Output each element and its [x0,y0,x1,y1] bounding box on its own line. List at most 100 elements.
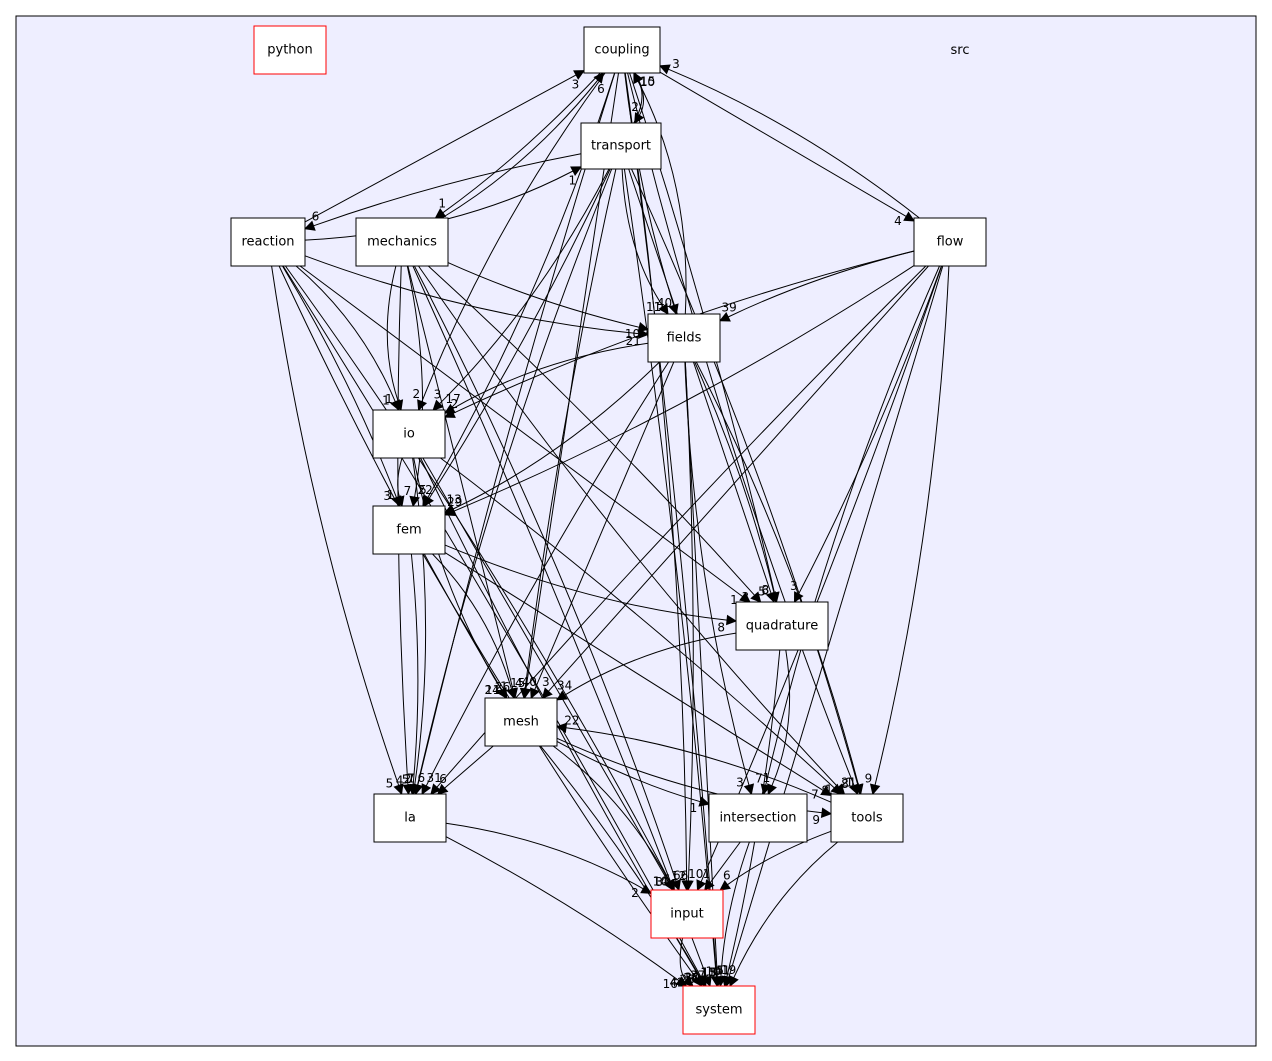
edge-label: 4 [894,214,902,228]
node-box[interactable] [913,217,987,267]
node-box[interactable] [735,601,829,651]
edge-line [422,457,670,883]
arrowhead [820,785,832,796]
edge-label: 42 [670,975,685,989]
node-box[interactable] [708,793,808,843]
edge-label: 11 [646,300,661,314]
edge-line [720,841,750,978]
edge-tools-to-mesh: 22 [555,713,832,803]
node-box[interactable] [373,793,447,843]
edge-label: 15 [701,965,716,979]
edge-label: 1 [568,173,576,187]
edge-line [771,649,791,786]
node-intersection[interactable]: intersection [708,793,808,843]
node-fields[interactable]: fields [647,313,721,363]
edge-label: 2 [631,100,639,114]
node-system[interactable]: system [682,985,756,1035]
edge-mesh-to-intersection: 1 [556,740,711,815]
node-box[interactable] [372,505,446,555]
edge-la-to-system: 16 [445,836,688,991]
arrowhead [541,687,553,699]
edge-line [271,265,400,786]
node-box[interactable] [355,217,449,267]
edge-label: 31 [426,771,441,785]
edge-line [425,361,670,787]
edge-line [444,544,728,621]
edge-line [417,168,613,786]
arrowhead [704,879,715,891]
node-io[interactable]: io [372,409,446,459]
node-reaction[interactable]: reaction [230,217,306,267]
edge-line [631,168,859,786]
edge-line [534,361,675,690]
node-quadrature[interactable]: quadrature [735,601,829,651]
node-box[interactable] [230,217,306,267]
edge-label: 2 [631,886,639,900]
edge-label: 24 [484,683,499,697]
edge-label: 9 [812,813,820,827]
arrowhead [506,687,517,700]
edge-label: 40 [657,296,672,310]
node-transport[interactable]: transport [580,122,662,170]
node-box[interactable] [484,697,558,747]
edge-fields-to-la: 6 [417,361,670,795]
node-box[interactable] [682,985,756,1035]
edge-label: 1 [407,772,415,786]
edge-label: 1 [382,393,390,407]
node-label: system [696,1003,743,1018]
node-box[interactable] [253,25,327,75]
edge-label: 3 [434,388,442,402]
edge-line [445,822,644,890]
edge-line [556,740,701,803]
node-box[interactable] [650,889,724,939]
node-mesh[interactable]: mesh [484,697,558,747]
edge-quadrature-to-mesh: 34 [556,632,737,701]
edge-line [540,745,702,979]
edge-reaction-to-quadrature: 1 [299,265,751,607]
edge-fields-to-quadrature: 6 [694,361,780,604]
node-box[interactable] [583,26,661,74]
edge-label: 3 [790,579,798,593]
edge-line [406,265,424,498]
node-fem[interactable]: fem [372,505,446,555]
node-box[interactable] [830,793,904,843]
edge-line [552,745,671,883]
arrowhead [570,166,582,176]
node-flow[interactable]: flow [913,217,987,267]
node-box[interactable] [372,409,446,459]
edge-reaction-to-la: 5 [271,265,404,796]
edge-line [441,79,599,219]
node-label: tools [851,811,883,826]
edge-transport-to-mesh: 15 [510,168,617,700]
edge-line [439,168,610,405]
edge-line [304,255,640,335]
node-la[interactable]: la [373,793,447,843]
edge-flow-to-coupling: 3 [658,57,920,219]
edge-label: 7 [407,772,415,786]
node-coupling[interactable]: coupling [583,26,661,74]
edge-mechanics-to-fem: 7 [404,265,424,508]
node-label: fem [396,523,421,538]
edge-label: 5 [758,584,766,598]
edge-label: 39 [722,301,737,315]
edge-fem-to-la: 5 [402,553,419,796]
edge-transport-to-fields: 11 [621,168,669,315]
node-input[interactable]: input [650,889,724,939]
edge-label: 1 [500,679,508,693]
edge-transport-to-io: 3 [432,168,610,411]
edge-flow-to-mesh: 3 [541,265,929,699]
edge-line [623,168,717,978]
arrowhead [719,880,731,891]
node-mechanics[interactable]: mechanics [355,217,449,267]
node-python[interactable]: python [253,25,327,75]
edge-intersection-to-system: 10 [706,841,750,988]
edge-coupling-to-flow: 4 [659,71,915,228]
node-label: mesh [503,715,539,730]
node-box[interactable] [647,313,721,363]
edge-label: 7 [811,788,819,802]
edge-label: 2 [404,772,412,786]
edge-line [282,265,397,498]
edge-label: 6 [723,868,731,882]
node-box[interactable] [580,122,662,170]
node-tools[interactable]: tools [830,793,904,843]
